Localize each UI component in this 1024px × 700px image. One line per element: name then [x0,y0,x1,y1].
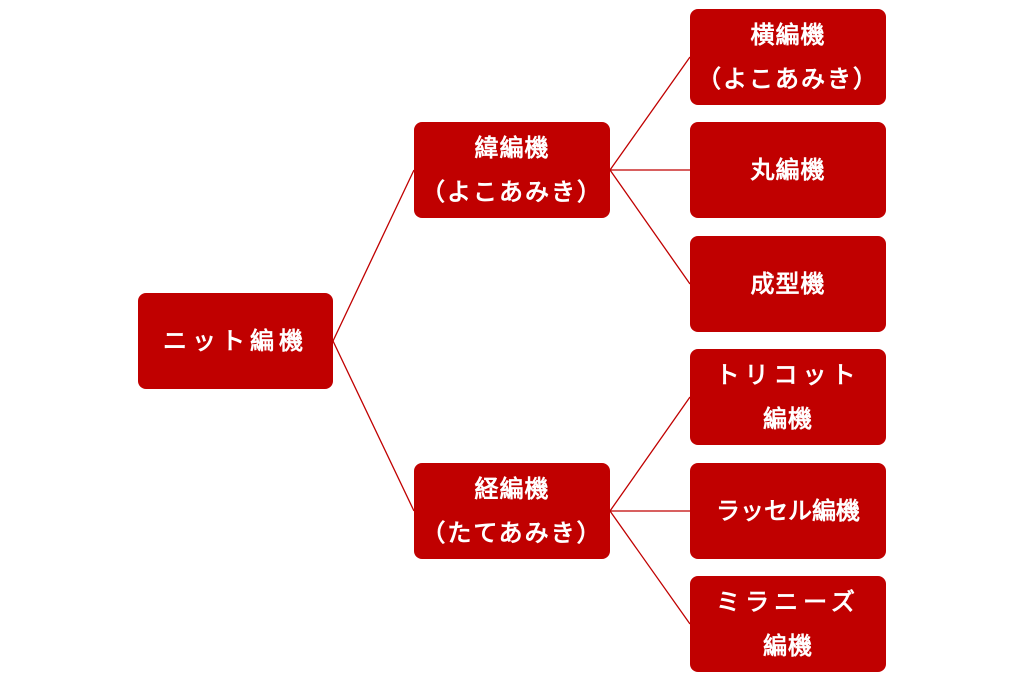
connector-warp-to-milanese [609,510,691,625]
node-raschel-machine: ラッセル編機 [690,463,886,559]
node-label: 横編機 [750,21,826,49]
node-circular-knitting-machine: 丸編機 [690,122,886,218]
node-reading: （たてあみき） [421,519,603,547]
node-flat-knitting-machine: 横編機 （よこあみき） [690,9,886,105]
node-label: 成型機 [750,270,826,298]
node-label: ニット編機 [163,327,308,355]
node-fully-fashioned-machine: 成型機 [690,236,886,332]
connector-root-to-weft [332,169,415,342]
connector-root-to-warp [332,340,415,512]
connector-weft-to-fully [609,169,691,285]
node-label-line2: 編機 [763,405,813,433]
node-tricot-machine: トリコット 編機 [690,349,886,445]
node-milanese-machine: ミラニーズ 編機 [690,576,886,672]
node-label: ミラニーズ [716,588,860,616]
node-label-line2: 編機 [763,632,813,660]
node-weft-knitting-machine: 緯編機 （よこあみき） [414,122,610,218]
node-label: トリコット [715,361,861,389]
node-label: 緯編機 [474,134,550,162]
node-label: 経編機 [474,475,550,503]
connector-weft-to-flat [609,56,691,171]
node-knitting-machine: ニット編機 [138,293,333,389]
node-warp-knitting-machine: 経編機 （たてあみき） [414,463,610,559]
connector-warp-to-tricot [609,396,691,512]
node-label: ラッセル編機 [716,497,860,525]
node-reading: （よこあみき） [697,65,879,93]
node-reading: （よこあみき） [421,178,603,206]
node-label: 丸編機 [750,156,826,184]
